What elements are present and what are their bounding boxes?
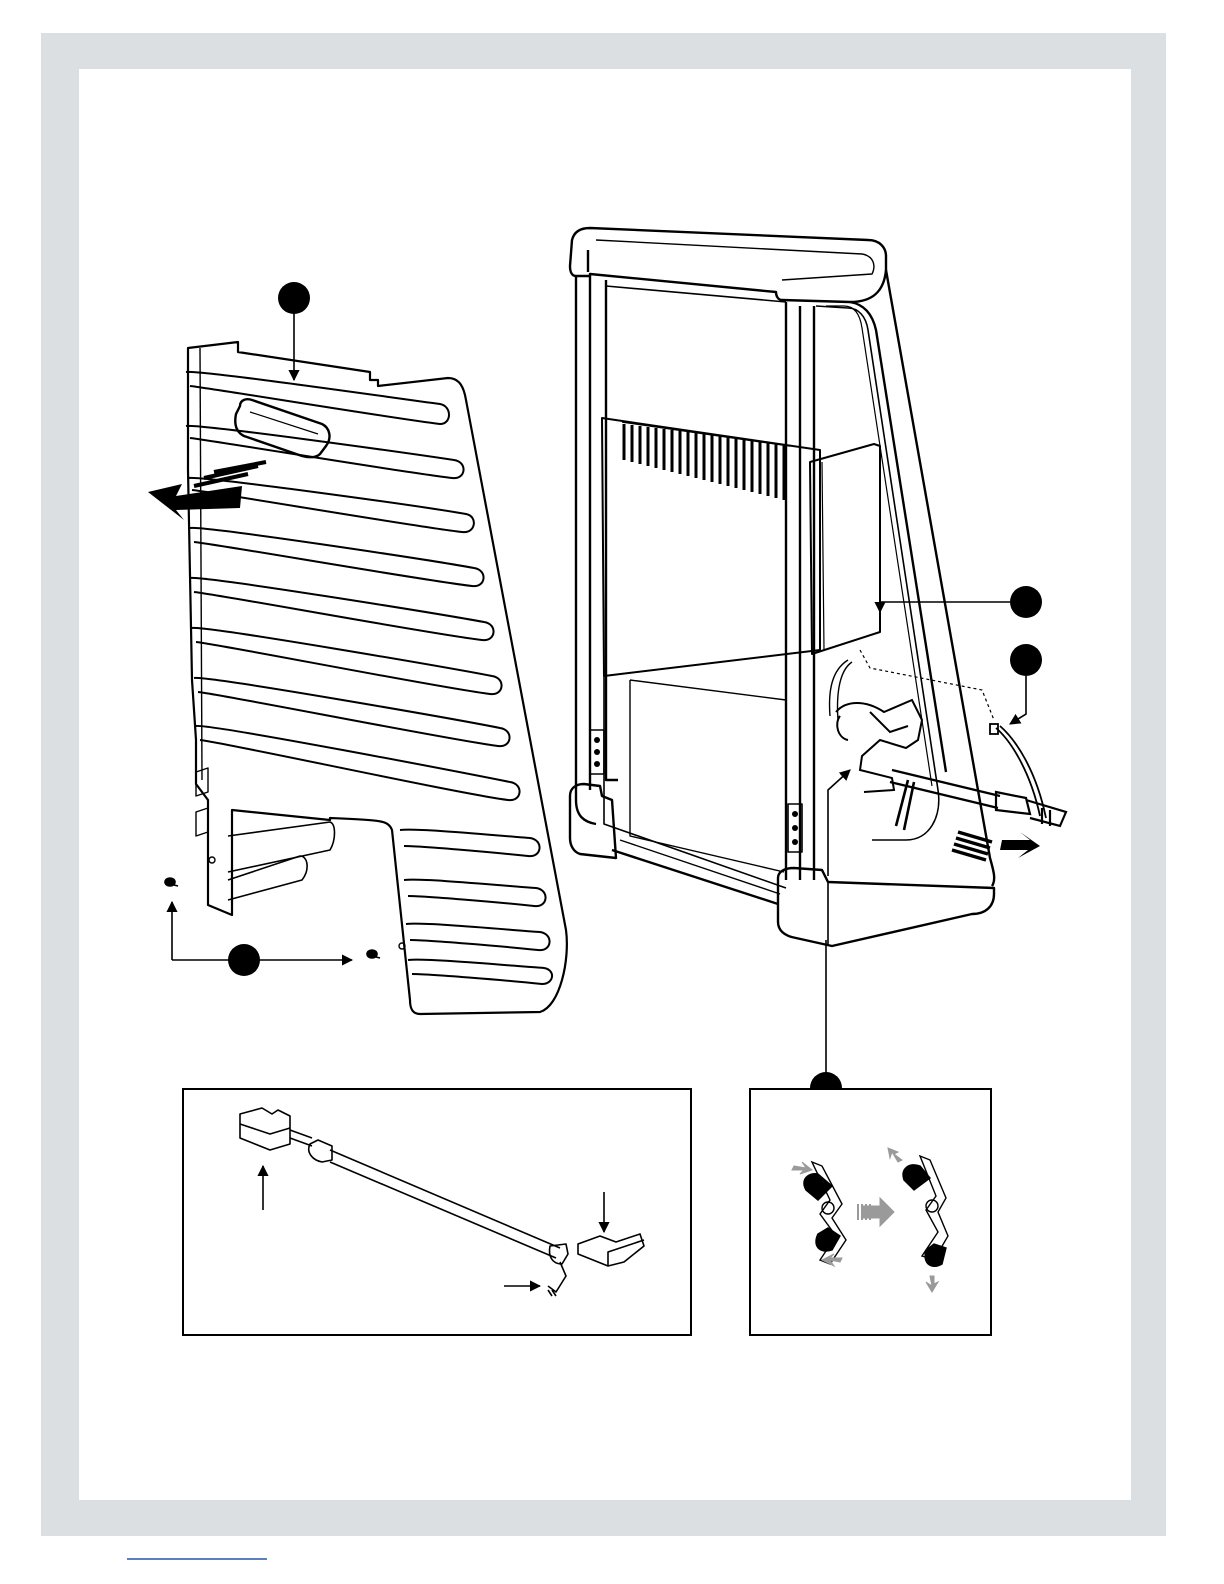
power-cable xyxy=(990,724,1046,818)
screw-leader xyxy=(172,902,352,960)
clip-release-detail xyxy=(750,1089,991,1335)
callout-cable-connector xyxy=(1010,644,1042,676)
callout-control-box xyxy=(1010,586,1042,618)
heater-fins xyxy=(624,424,784,500)
callout-rear-panel xyxy=(278,282,310,314)
actuator-rod xyxy=(890,770,1066,826)
callout-screws xyxy=(228,944,260,976)
rear-panel xyxy=(186,342,567,1014)
hinge-screws xyxy=(594,737,798,845)
control-mechanism xyxy=(830,660,922,830)
footer-rule xyxy=(127,1558,267,1560)
screw-right xyxy=(367,950,380,958)
release-arrow-icon xyxy=(952,832,1040,860)
screws xyxy=(165,878,380,958)
heater-body xyxy=(570,228,994,946)
screw-left xyxy=(165,878,178,886)
rod-assembly-detail xyxy=(183,1089,691,1335)
removal-arrow-icon xyxy=(148,462,266,520)
main-unit-leaders xyxy=(294,300,1026,1080)
